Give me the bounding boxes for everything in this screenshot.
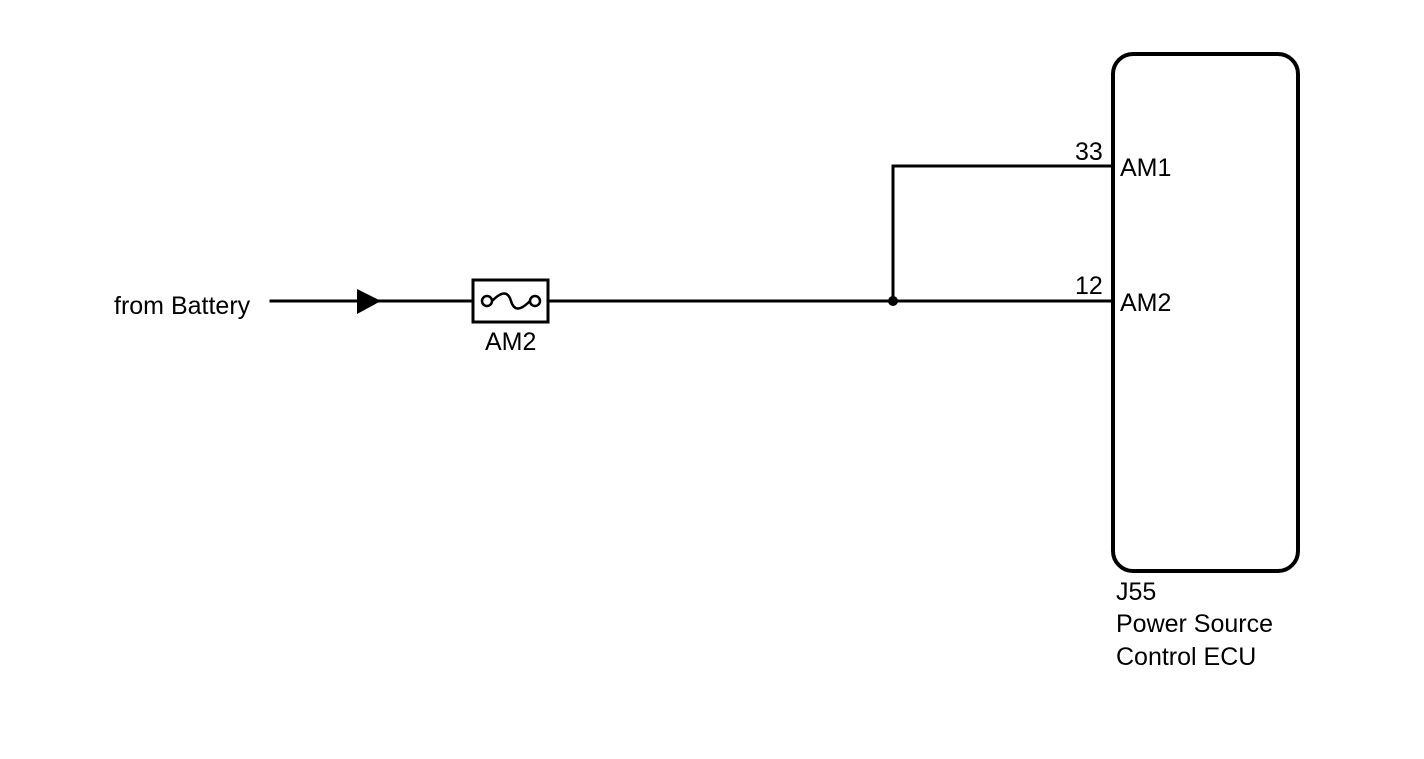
terminal-label-am2: AM2 [1120,289,1171,317]
ecu-name-line1: Power Source [1116,610,1273,638]
fuse-label: AM2 [485,328,536,356]
ecu-name-line2: Control ECU [1116,643,1256,671]
fuse-symbol [471,278,550,324]
terminal-label-am1: AM1 [1120,154,1171,182]
fuse-element-icon [491,292,531,310]
fuse-terminal-left [480,294,494,308]
ecu-box [1111,52,1300,573]
junction-dot [888,296,898,306]
ecu-code: J55 [1116,578,1156,606]
fuse-terminal-right [528,294,542,308]
pin-number-12: 12 [1075,272,1103,300]
direction-arrow-icon [357,289,381,314]
pin-number-33: 33 [1075,138,1103,166]
source-label: from Battery [114,292,251,320]
wire-branch-to-am1 [891,164,1115,303]
